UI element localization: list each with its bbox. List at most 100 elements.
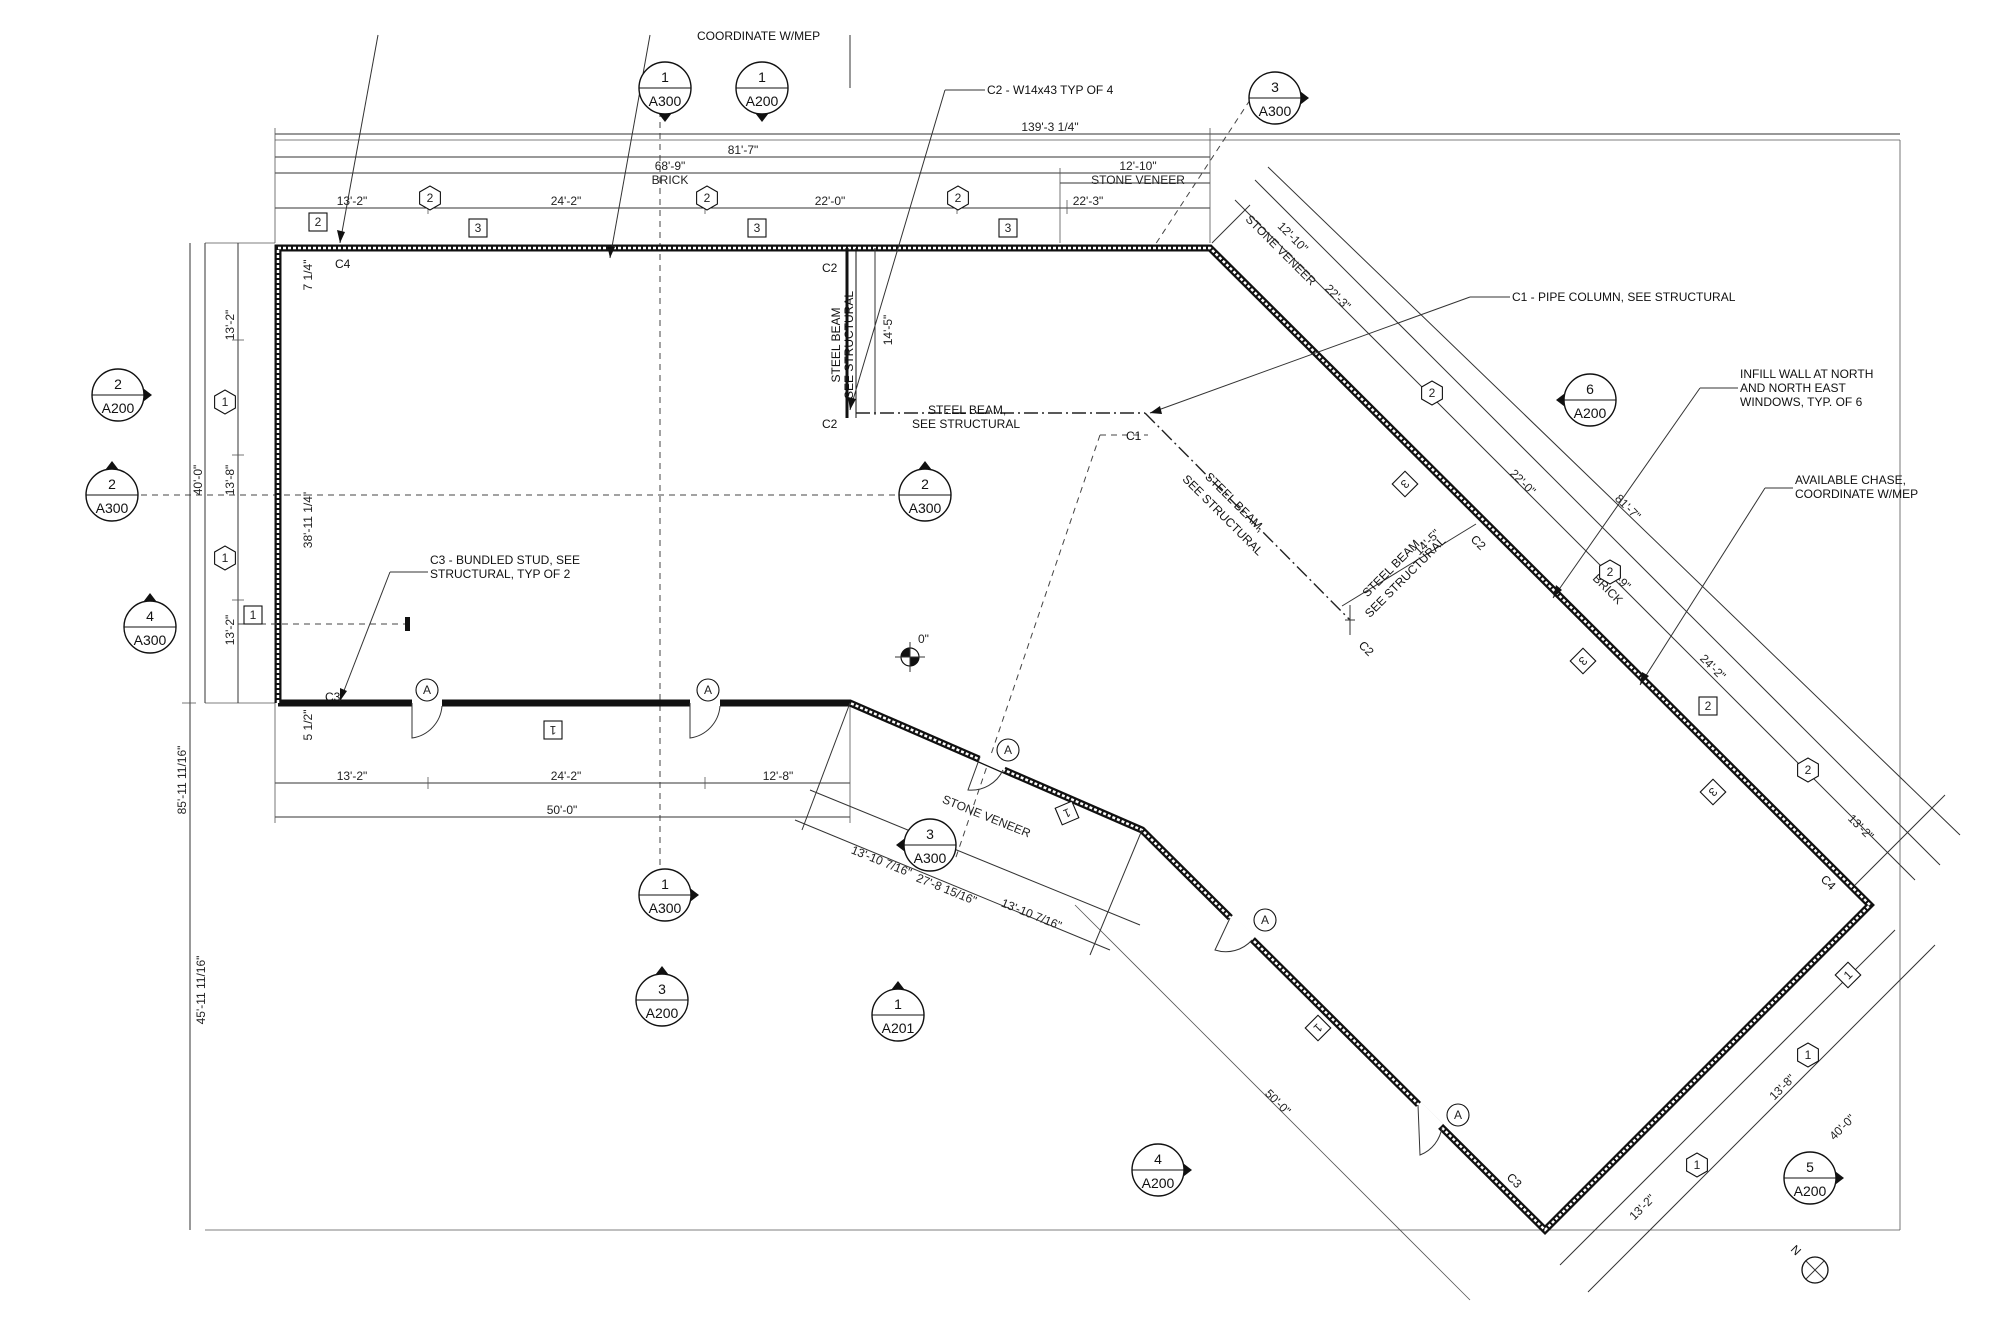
tag-label: 2 [315, 215, 322, 229]
dim-seg-24-2: 24'-2" [551, 194, 582, 208]
window-type-tag: 2 [1599, 559, 1621, 585]
elevation-zero: 0" [918, 632, 929, 646]
marker-sheet: A200 [1574, 405, 1607, 421]
tag-label: 1 [1694, 1158, 1701, 1172]
marker-number: 3 [1271, 79, 1279, 95]
tag-label: 2 [427, 191, 434, 205]
column-c3-sw: C3 [325, 690, 341, 704]
wall-type-tag: 1 [543, 720, 563, 740]
dim-west-7-1-4: 7 1/4" [301, 260, 315, 291]
wall-type-tag: 1 [1304, 1014, 1332, 1042]
marker-number: 3 [658, 981, 666, 997]
column-c2-b: C2 [822, 417, 838, 431]
window-type-tag: 2 [1797, 757, 1819, 783]
dim-north-68: 68'-9" [655, 159, 686, 173]
marker-sheet: A300 [1259, 103, 1292, 119]
tag-label: 1 [1805, 1048, 1812, 1062]
wall-type-tag: 2 [308, 212, 328, 232]
note-c2-beam: C2 - W14x43 TYP OF 4 [987, 83, 1114, 97]
dim-south-12-8: 12'-8" [763, 769, 794, 783]
note-steel-beam-vert: STEEL BEAM [829, 308, 843, 383]
tag-label: 3 [754, 221, 761, 235]
marker-sheet: A300 [649, 900, 682, 916]
wall-type-tag: 3 [1699, 778, 1727, 806]
dim-seg-22-3: 22'-3" [1073, 194, 1104, 208]
wall-type-tag: 2 [1698, 696, 1718, 716]
column-c2-a: C2 [822, 261, 838, 275]
tag-label: 1 [1061, 805, 1073, 821]
dim-seg-13-2: 13'-2" [337, 194, 368, 208]
wall-type-tag: 1 [243, 605, 263, 625]
note-steel-beam-1: STEEL BEAM, [928, 403, 1006, 417]
tag-label: 3 [475, 221, 482, 235]
marker-sheet: A300 [96, 500, 129, 516]
interior-structure [238, 248, 1477, 635]
dim-south-24-2: 24'-2" [551, 769, 582, 783]
marker-number: 5 [1806, 1159, 1814, 1175]
dim-west-38: 38'-11 1/4" [301, 492, 315, 548]
dim-north-81: 81'-7" [728, 143, 759, 157]
marker-sheet: A200 [646, 1005, 679, 1021]
marker-sheet: A300 [649, 93, 682, 109]
note-c1-pipe: C1 - PIPE COLUMN, SEE STRUCTURAL [1512, 290, 1736, 304]
window-type-tag: 1 [214, 389, 236, 415]
tag-label: 2 [1805, 763, 1812, 777]
marker-number: 2 [108, 476, 116, 492]
marker-number: 6 [1586, 381, 1594, 397]
material-brick-north: BRICK [652, 173, 689, 187]
dim-left-45: 45'-11 11/16" [194, 956, 208, 1025]
wall-type-tag: 3 [998, 218, 1018, 238]
marker-sheet: A200 [1794, 1183, 1827, 1199]
window-type-tag: 2 [1421, 380, 1443, 406]
window-type-tag: 2 [947, 185, 969, 211]
marker-sheet: A200 [1142, 1175, 1175, 1191]
dim-south-50: 50'-0" [547, 803, 578, 817]
note-see-structural-vert: SEE STRUCTURAL [842, 291, 856, 399]
marker-number: 2 [921, 476, 929, 492]
marker-sheet: A201 [882, 1020, 915, 1036]
note-coordinate-top: COORDINATE W/MEP [697, 29, 820, 43]
door-tag: A [1446, 1103, 1470, 1127]
tag-label: 2 [955, 191, 962, 205]
left-dimension-strings: 85'-11 11/16" 45'-11 11/16" 40'-0" 13'-2… [175, 243, 315, 1230]
tag-label: A [423, 683, 431, 697]
marker-number: 1 [758, 69, 766, 85]
wall-type-tag: 3 [468, 218, 488, 238]
dim-west-13-2b: 13'-2" [223, 615, 237, 646]
note-c3-2: STRUCTURAL, TYP OF 2 [430, 567, 571, 581]
dim-overall: 139'-3 1/4" [1021, 120, 1078, 134]
marker-number: 1 [661, 876, 669, 892]
note-chase-1: AVAILABLE CHASE, [1795, 473, 1906, 487]
marker-sheet: A300 [914, 850, 947, 866]
dim-south-13-2: 13'-2" [337, 769, 368, 783]
column-c1: C1 [1126, 429, 1142, 443]
section-markers: 1A3001A2003A3002A2002A3002A3004A3006A200… [85, 61, 1844, 1205]
wall-type-tag: 3 [747, 218, 767, 238]
dim-north-12: 12'-10" [1119, 159, 1156, 173]
wall-type-tag: 1 [1054, 800, 1080, 826]
dim-seg-22-0: 22'-0" [815, 194, 846, 208]
window-type-tag: 2 [419, 185, 441, 211]
marker-number: 3 [926, 826, 934, 842]
tag-label: 1 [222, 395, 229, 409]
note-c3-1: C3 - BUNDLED STUD, SEE [430, 553, 580, 567]
south-dimension-strings: 13'-2" 24'-2" 12'-8" 50'-0" [274, 703, 851, 823]
column-tags: C4 C2 C2 C1 C2 C2 C3 C4 C3 [325, 257, 1839, 1191]
wall-type-tag: 3 [1391, 470, 1419, 498]
wall-type-tag: 1 [1834, 961, 1862, 989]
tag-label: 2 [1705, 699, 1712, 713]
door-tag: A [996, 738, 1020, 762]
marker-sheet: A300 [134, 632, 167, 648]
dim-west-40: 40'-0" [191, 465, 205, 496]
